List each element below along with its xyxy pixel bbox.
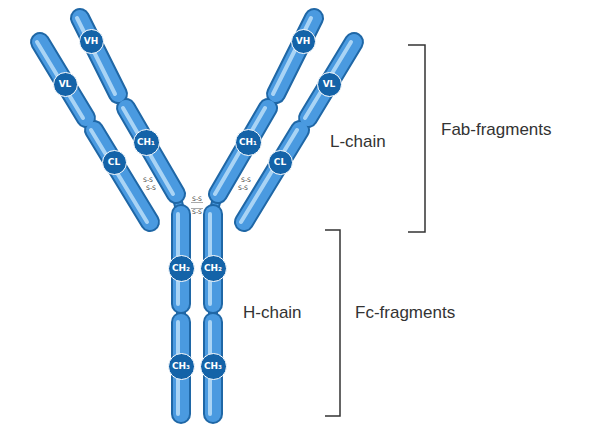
domain-name: CH₃	[172, 362, 190, 371]
domain-circle: VH	[79, 29, 104, 54]
region-label: Fab-fragments	[441, 121, 552, 140]
domain-name: CL	[274, 158, 286, 167]
disulfide-label: S-S	[191, 209, 203, 215]
fc-bracket	[325, 230, 340, 416]
domain-circle: CL	[102, 150, 127, 175]
domain-name: VL	[59, 80, 72, 89]
domain-circle: CH₁	[235, 129, 262, 156]
domain-circle: CH₃	[168, 353, 195, 380]
domain-circle: VL	[53, 72, 78, 97]
fab-bracket	[408, 45, 425, 232]
domain-name: CL	[108, 158, 120, 167]
domain-circle: CH₃	[200, 353, 227, 380]
brackets	[325, 45, 425, 416]
domain-circle: VL	[317, 72, 342, 97]
domain-name: CH₁	[137, 138, 155, 147]
disulfide-label: S-S	[191, 196, 203, 202]
domain-name: VH	[296, 37, 311, 46]
disulfide-label: S-S	[240, 177, 252, 183]
neck-outline	[86, 94, 308, 322]
domain-circle: CH₂	[168, 255, 195, 282]
domain-name: CH₂	[204, 264, 222, 273]
region-label: Fc-fragments	[355, 304, 455, 323]
region-label: L-chain	[330, 133, 386, 152]
disulfide-label: S-S	[145, 185, 157, 191]
domain-name: CH₃	[204, 362, 222, 371]
disulfide-label: S-S	[237, 185, 249, 191]
domain-name: VL	[323, 80, 336, 89]
domain-circle: CH₁	[133, 129, 160, 156]
domain-name: CH₁	[239, 138, 257, 147]
disulfide-bonds	[191, 202, 203, 209]
domain-circle: CL	[268, 150, 293, 175]
neck-fill	[86, 94, 308, 322]
domain-circle: CH₂	[200, 255, 227, 282]
region-label: H-chain	[243, 304, 302, 323]
disulfide-label: S-S	[142, 177, 154, 183]
domain-circle: VH	[291, 29, 316, 54]
domain-outline	[40, 18, 354, 414]
domain-name: CH₂	[172, 264, 190, 273]
domain-name: VH	[84, 37, 99, 46]
domain-highlight	[37, 18, 351, 414]
domain-fill	[40, 18, 354, 414]
